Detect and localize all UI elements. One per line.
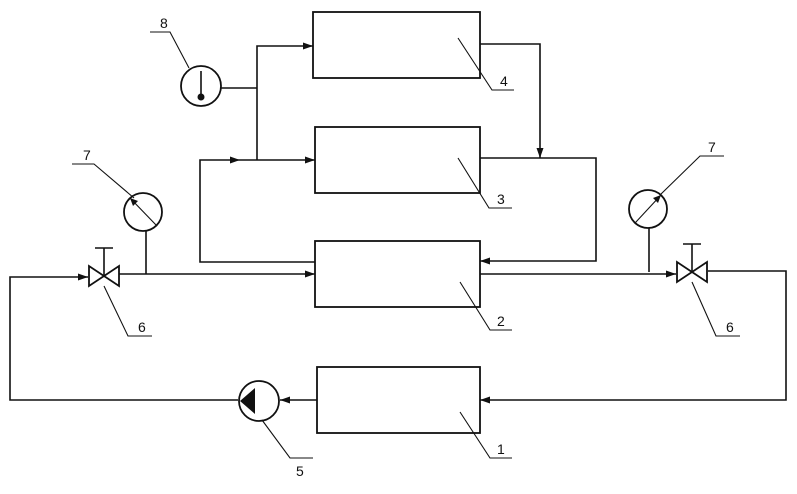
leader-1 [459,411,512,459]
component-box-4 [312,11,481,79]
arrow-into-box1 [480,396,490,404]
leader-4 [457,37,514,91]
component-box-3 [314,126,481,194]
arrow-into-box2-left [305,270,315,278]
label-4: 4 [500,73,508,89]
leader-2 [459,281,512,331]
leader-7-right [659,155,724,196]
valve-right [676,243,708,284]
pipe-box2-return-left [199,159,315,263]
arrow-down-to-box3-line [536,148,544,158]
arrow-into-box3 [305,156,315,164]
leader-5 [261,419,313,459]
label-6-left: 6 [138,319,146,335]
pipe-branch-to-box4 [256,45,313,160]
arrow-into-left-valve [78,273,88,281]
arrow-to-right-valve [666,270,676,278]
pipe-box4-out [480,43,541,158]
label-5: 5 [296,463,304,479]
pipe-right-loop [480,270,787,401]
pipe-box3-to-box2 [480,157,597,262]
label-1: 1 [497,441,505,457]
valve-left [88,247,120,288]
label-6-right: 6 [726,319,734,335]
label-7-right: 7 [708,139,716,155]
leader-6-left [103,285,152,337]
pipe-left-loop [9,276,238,401]
component-box-1 [316,366,481,434]
leader-8 [150,31,190,69]
label-2: 2 [497,313,505,329]
label-7-left: 7 [83,147,91,163]
arrow-into-box2-right [480,257,490,265]
arrow-left-up [230,156,240,164]
arrow-to-pump [280,396,290,404]
label-8: 8 [160,15,168,31]
leader-6-right [691,281,740,337]
leader-7-left [72,163,135,199]
thermometer-gauge [180,65,222,107]
label-3: 3 [497,191,505,207]
gauge-left [123,192,163,274]
component-box-2 [314,240,481,308]
arrow-into-box4 [303,42,313,50]
gauge-right [628,189,668,272]
pump [238,380,280,422]
leader-3 [457,157,512,209]
